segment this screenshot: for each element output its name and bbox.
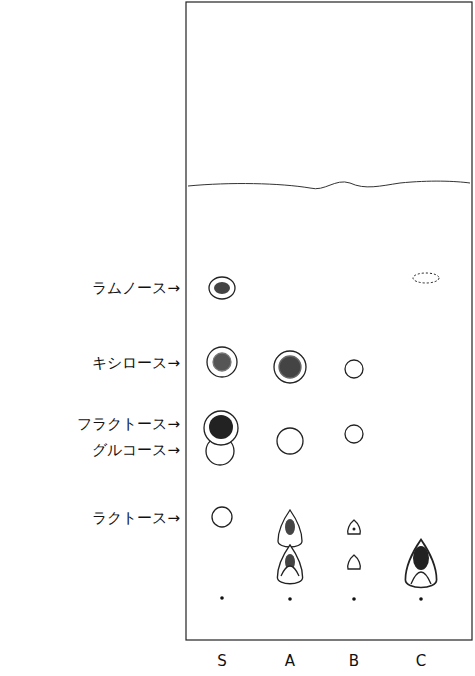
lane-label: A — [285, 653, 295, 670]
sugar-label: グルコース→ — [92, 442, 180, 459]
lane-label: B — [349, 653, 359, 670]
lane-label: C — [416, 653, 426, 670]
sugar-label: フラクトース→ — [77, 416, 180, 433]
tlc-plate — [186, 2, 472, 640]
spots-lane-c — [405, 273, 439, 601]
solvent-front — [188, 181, 470, 189]
sugar-label: ラクトース→ — [92, 510, 180, 527]
spots-lane-b — [345, 360, 363, 601]
spots-lane-a — [274, 351, 306, 601]
sugar-label: キシロース→ — [92, 355, 180, 372]
lane-label: S — [217, 653, 227, 670]
sugar-label: ラムノース→ — [92, 280, 180, 297]
origin-dot — [220, 596, 224, 600]
spots-lane-s — [204, 277, 238, 527]
